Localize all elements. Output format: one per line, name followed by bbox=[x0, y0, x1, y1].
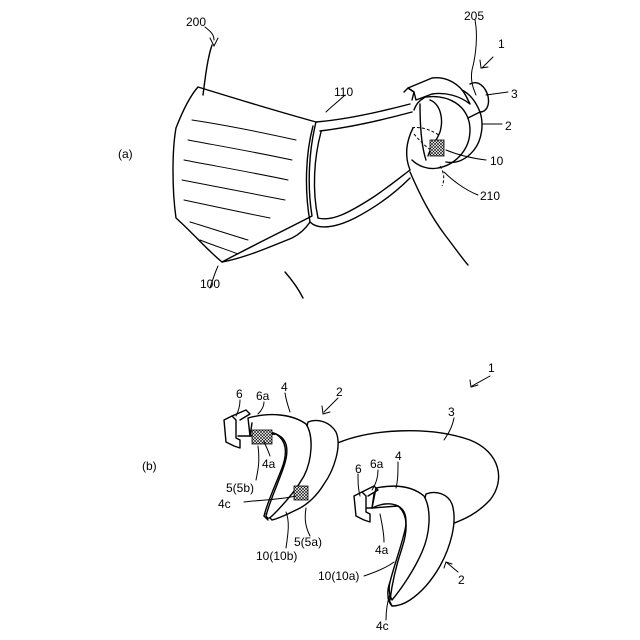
ref-4a-left: 4a bbox=[262, 457, 276, 471]
ref-4a-right: 4a bbox=[375, 543, 389, 557]
panel-a-labels: (a) 200 205 1 110 3 2 10 210 100 bbox=[118, 9, 518, 291]
ref-2-left: 2 bbox=[336, 385, 343, 399]
left-earpiece bbox=[224, 410, 338, 520]
ref-210: 210 bbox=[480, 189, 500, 203]
ref-205: 205 bbox=[464, 9, 484, 23]
panel-b-tag: (b) bbox=[142, 459, 157, 473]
right-earpiece bbox=[354, 486, 454, 606]
panel-a-tag: (a) bbox=[118, 147, 133, 161]
ref-5b: 5(5b) bbox=[226, 481, 254, 495]
ref-2-right: 2 bbox=[458, 573, 465, 587]
ref-200: 200 bbox=[186, 15, 206, 29]
ref-6a-left: 6a bbox=[256, 389, 270, 403]
ref-5a: 5(5a) bbox=[294, 535, 322, 549]
mask-body bbox=[173, 87, 412, 262]
ref-6a-right: 6a bbox=[370, 457, 384, 471]
ref-6-left: 6 bbox=[236, 387, 243, 401]
ref-2-a: 2 bbox=[505, 119, 512, 133]
ref-4c-left: 4c bbox=[218, 497, 231, 511]
ref-4c-right: 4c bbox=[376, 619, 389, 633]
panel-b: (b) 1 6 6a 4 2 3 4a 5(5b) 4c 6 6a 4 5(5a… bbox=[142, 361, 499, 633]
ref-3-a: 3 bbox=[511, 87, 518, 101]
ref-100: 100 bbox=[200, 277, 220, 291]
ref-10a: 10(10a) bbox=[318, 569, 359, 583]
ref-1-b: 1 bbox=[488, 361, 495, 375]
ref-10b: 10(10b) bbox=[256, 549, 297, 563]
ref-3-b: 3 bbox=[448, 405, 455, 419]
ref-110: 110 bbox=[334, 85, 353, 99]
ref-4-left: 4 bbox=[281, 380, 288, 394]
ref-4-right: 4 bbox=[395, 449, 402, 463]
ref-1-a: 1 bbox=[498, 37, 505, 51]
ref-10-a: 10 bbox=[490, 154, 504, 168]
panel-a: (a) 200 205 1 110 3 2 10 210 100 bbox=[118, 9, 518, 298]
ref-6-right: 6 bbox=[355, 462, 362, 476]
